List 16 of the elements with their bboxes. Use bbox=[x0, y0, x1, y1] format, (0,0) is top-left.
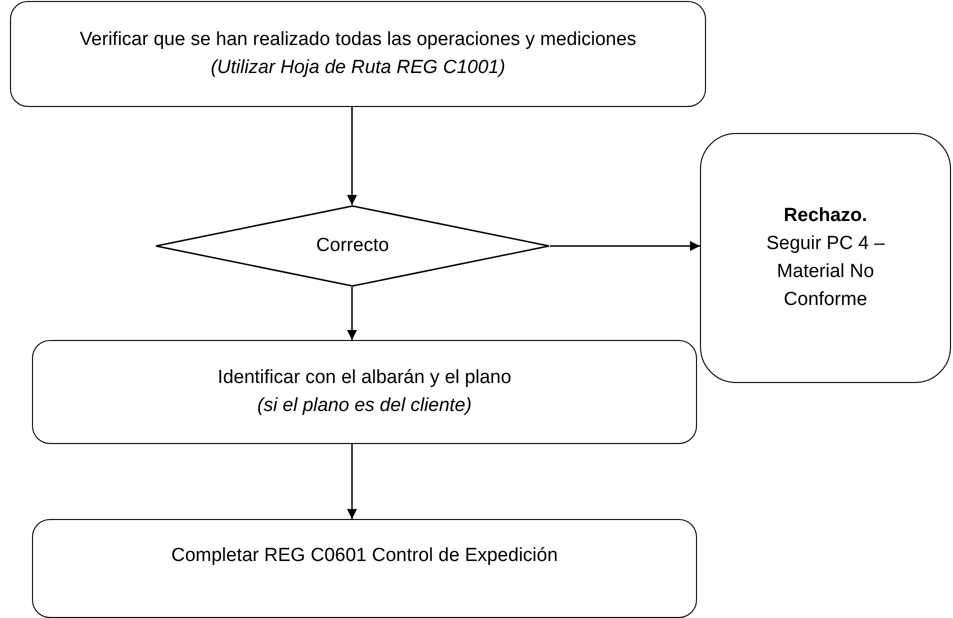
arrow bbox=[347, 287, 357, 340]
node-text: Correcto bbox=[316, 234, 389, 258]
node-text: Rechazo. bbox=[784, 204, 868, 228]
process-box bbox=[32, 340, 697, 444]
node-text: Seguir PC 4 – Material No Conforme bbox=[765, 232, 886, 312]
process-box bbox=[32, 519, 697, 618]
process-box bbox=[10, 1, 706, 107]
process-box bbox=[700, 133, 951, 383]
node-text: (si el plano es del cliente) bbox=[257, 394, 472, 418]
node-text: Verificar que se han realizado todas las operaciones y mediciones (Utilizar Hoja de Ruta REG C1001) bbox=[78, 28, 638, 80]
decision-diamond bbox=[155, 205, 550, 287]
arrow bbox=[550, 241, 700, 251]
node-text: Completar REG C0601 Control de Expedición bbox=[171, 544, 558, 568]
arrow bbox=[347, 107, 357, 205]
arrow bbox=[347, 444, 357, 519]
node-text: Identificar con el albarán y el plano bbox=[218, 366, 512, 390]
